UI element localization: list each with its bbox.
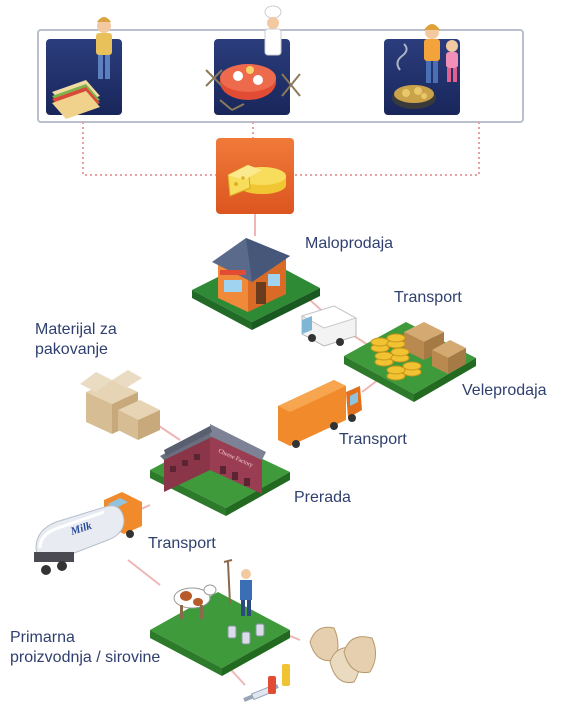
- label-materijal-line2: pakovanje: [35, 341, 108, 358]
- restaurant-chef-icon: [205, 5, 301, 115]
- milk-tanker-icon: Milk: [34, 492, 142, 575]
- cheese-icon: [216, 138, 294, 214]
- sandwich-person-icon: [46, 17, 122, 119]
- label-primarna-line2: proizvodnja / sirovine: [10, 649, 161, 666]
- syringe-medicine-icon: [243, 664, 290, 702]
- cheese-factory-icon: Cheese Factory: [150, 424, 290, 516]
- label-materijal-line1: Materijal za: [35, 321, 117, 338]
- label-transport-mid: Transport: [339, 431, 407, 448]
- label-transport-low: Transport: [148, 535, 216, 552]
- shop-building-icon: [192, 238, 320, 330]
- cheese-wheels-crates-icon: [344, 322, 476, 402]
- consumer-connectors: [82, 122, 480, 176]
- label-veleprodaja: Veleprodaja: [462, 382, 547, 399]
- label-primarna-line1: Primarna: [10, 629, 75, 646]
- label-prerada: Prerada: [294, 489, 351, 506]
- delivery-van-icon: [300, 305, 358, 347]
- dairy-farm-icon: [150, 559, 290, 676]
- label-transport-top: Transport: [394, 289, 462, 306]
- label-maloprodaja: Maloprodaja: [305, 235, 394, 252]
- feed-sacks-icon: [309, 626, 376, 684]
- orange-truck-icon: [278, 380, 362, 448]
- cardboard-boxes-icon: [80, 370, 160, 440]
- family-meal-icon: [384, 24, 460, 115]
